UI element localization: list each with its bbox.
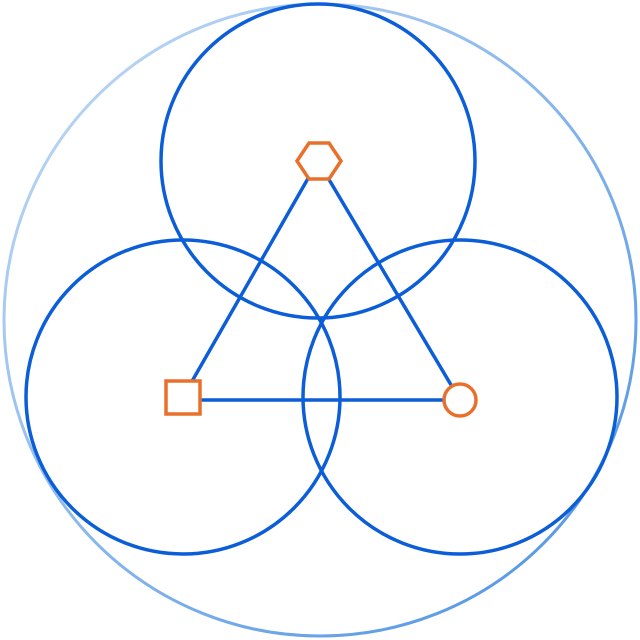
circle-marker-icon	[442, 382, 478, 418]
triangle-edge-right	[316, 160, 462, 401]
hexagon-marker-icon	[294, 141, 344, 181]
triangle-edge-left	[181, 160, 320, 398]
bottom-left-circle	[24, 238, 342, 556]
bottom-right-circle	[301, 238, 619, 556]
center-triangle	[181, 160, 462, 402]
square-marker-icon	[164, 379, 202, 416]
